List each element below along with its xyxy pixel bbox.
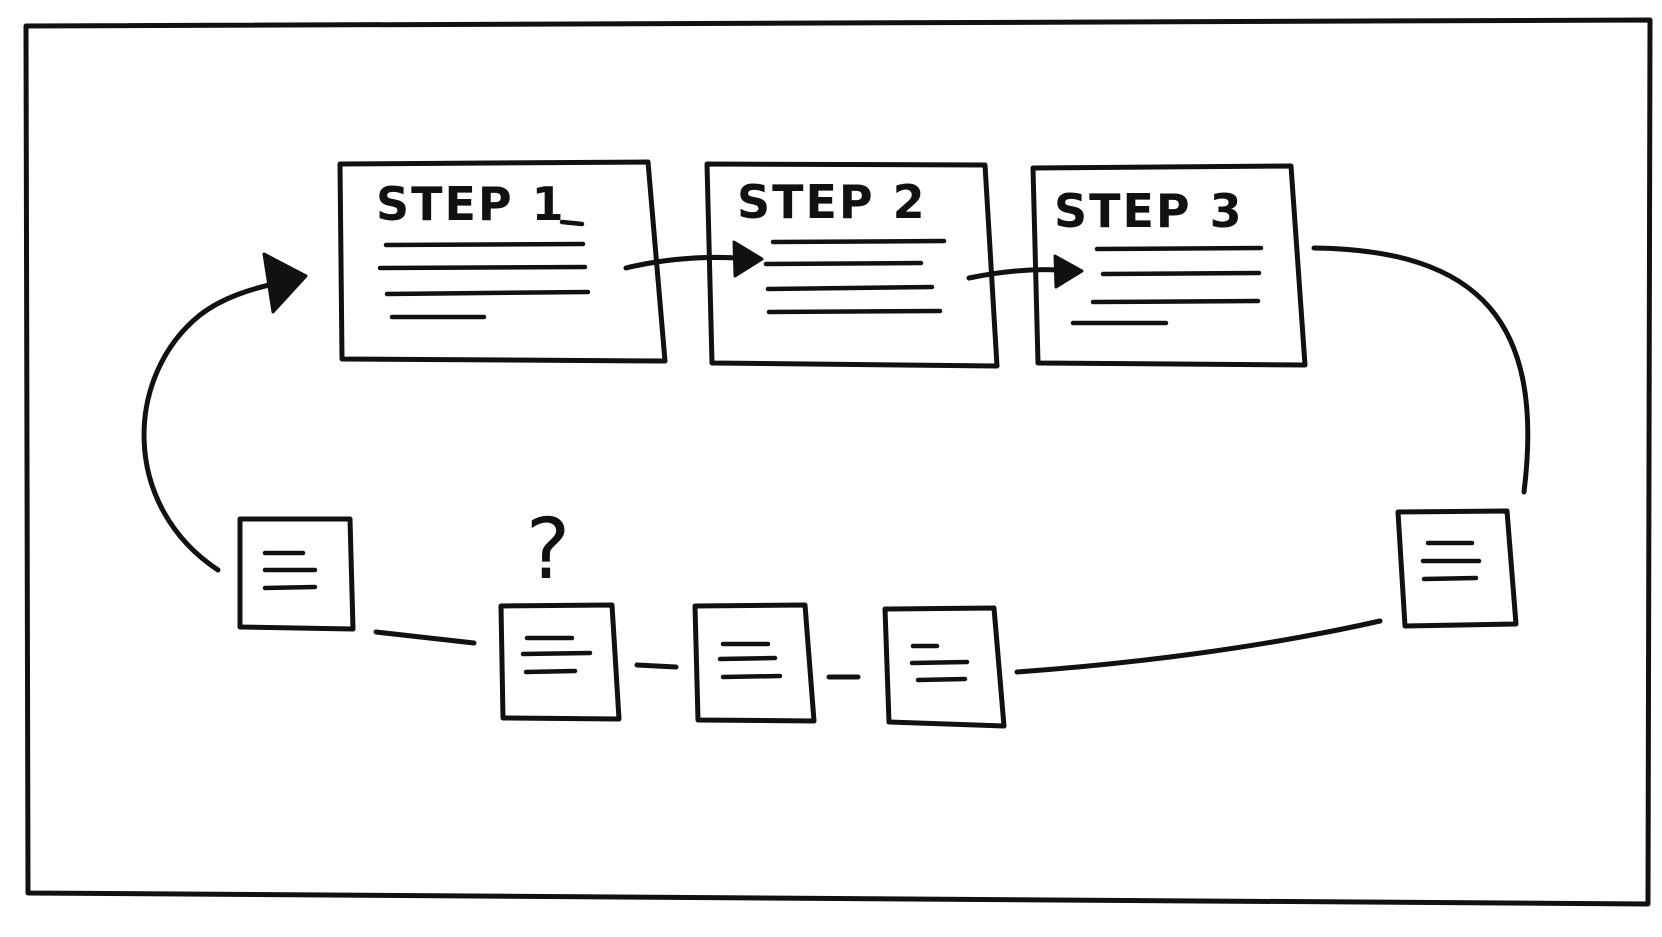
document-icon-3 <box>692 602 817 724</box>
step-2-outline <box>704 161 1000 369</box>
step-1-text-lines <box>377 241 591 320</box>
arrow-step1-to-step2 <box>623 240 764 278</box>
arrowhead-icon <box>732 240 764 278</box>
question-mark-icon: ? <box>526 500 571 598</box>
step-1-underline <box>559 219 585 227</box>
document-icon-5 <box>1395 508 1519 629</box>
step-3-text-lines <box>1070 245 1264 326</box>
step-box-2: STEP 2 <box>704 161 1000 369</box>
loop-curve-right <box>1311 245 1531 495</box>
outer-frame <box>23 17 1653 907</box>
loop-curve-left <box>141 280 281 573</box>
step-3-title: STEP 3 <box>1054 184 1244 238</box>
loop-arrowhead-icon <box>262 252 308 314</box>
step-2-title: STEP 2 <box>737 175 927 229</box>
step-2-text-lines <box>763 238 947 315</box>
bottom-connectors <box>373 618 1383 680</box>
step-1-title: STEP 1 <box>376 177 566 231</box>
step-3-outline <box>1030 163 1308 368</box>
step-box-1: STEP 1 <box>337 159 668 364</box>
document-icon-1 <box>237 516 356 632</box>
step-1-outline <box>337 159 668 364</box>
arrow-step2-to-step3 <box>966 254 1084 289</box>
document-icon-4 <box>882 605 1007 729</box>
document-icon-2 <box>498 602 622 722</box>
arrowhead-icon <box>1053 254 1084 289</box>
step-box-3: STEP 3 <box>1030 163 1308 368</box>
